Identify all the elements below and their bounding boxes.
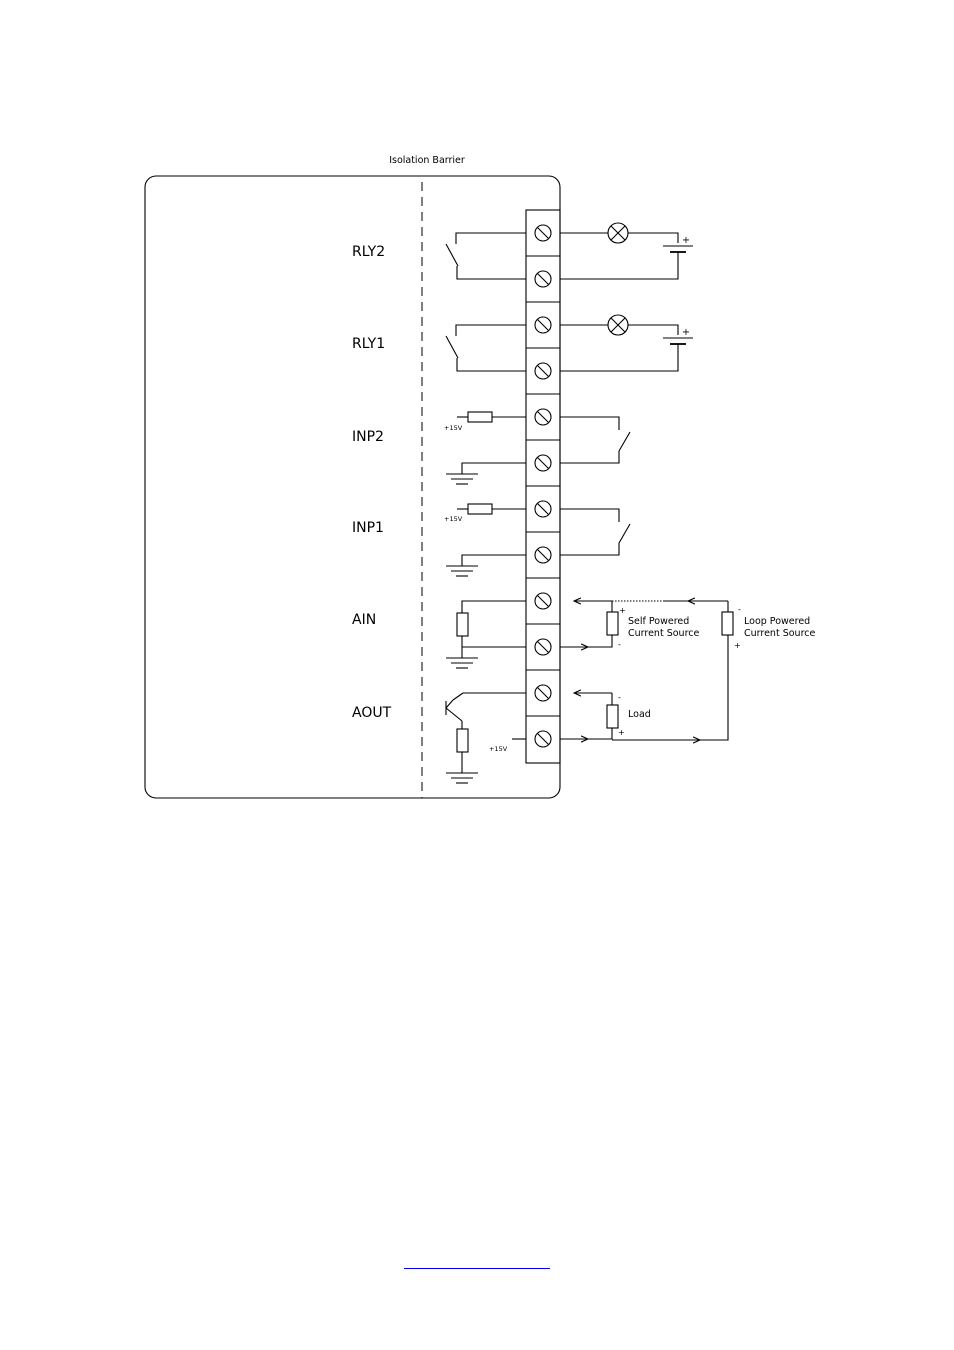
battery-plus-label: + xyxy=(682,327,690,338)
screw-icon xyxy=(535,501,551,517)
channel-label-inp1: INP1 xyxy=(352,520,384,536)
battery-icon xyxy=(663,246,693,252)
self-powered-label-line1: Self Powered xyxy=(628,616,689,627)
analog-output-circuit xyxy=(446,693,526,783)
screw-icon xyxy=(535,363,551,379)
screw-icon xyxy=(535,639,551,655)
loop-powered-minus: - xyxy=(738,605,741,614)
channel-label-aout: AOUT xyxy=(352,705,392,721)
footer-link[interactable] xyxy=(404,1250,550,1269)
screw-icon xyxy=(535,455,551,471)
loop-powered-label-line2: Current Source xyxy=(744,628,815,639)
ground-icon xyxy=(446,474,478,484)
resistor-icon xyxy=(468,412,492,422)
screw-icon xyxy=(535,409,551,425)
resistor-icon xyxy=(457,613,468,636)
lamp-icon xyxy=(608,315,628,335)
current-source-icon xyxy=(722,612,733,635)
channel-label-rly2: RLY2 xyxy=(352,244,385,260)
terminal-block xyxy=(526,210,560,763)
supply-label: +15V xyxy=(489,745,508,753)
screw-icon xyxy=(535,547,551,563)
relay2-circuit xyxy=(446,223,693,279)
load-plus: + xyxy=(618,728,625,737)
resistor-icon xyxy=(468,504,492,514)
screw-icon xyxy=(535,271,551,287)
screw-icon xyxy=(535,685,551,701)
isolation-barrier-label: Isolation Barrier xyxy=(389,155,465,166)
screw-icon xyxy=(535,317,551,333)
channel-label-inp2: INP2 xyxy=(352,429,384,445)
screw-icon xyxy=(535,225,551,241)
load-label: Load xyxy=(628,709,651,720)
supply-label: +15V xyxy=(444,424,463,432)
lamp-icon xyxy=(608,223,628,243)
battery-icon xyxy=(663,338,693,344)
screw-icon xyxy=(535,593,551,609)
self-powered-minus: - xyxy=(618,640,621,649)
channel-label-rly1: RLY1 xyxy=(352,336,385,352)
self-powered-label-line2: Current Source xyxy=(628,628,699,639)
channel-label-ain: AIN xyxy=(352,612,376,628)
relay1-circuit xyxy=(446,315,693,371)
ground-icon xyxy=(446,773,478,783)
self-powered-plus: + xyxy=(619,606,626,615)
ground-icon xyxy=(446,566,478,576)
supply-label: +15V xyxy=(444,515,463,523)
resistor-icon xyxy=(457,729,468,752)
loop-powered-label-line1: Loop Powered xyxy=(744,616,810,627)
analog-input-circuit xyxy=(446,601,526,668)
loop-powered-plus: + xyxy=(734,641,741,650)
load-resistor-icon xyxy=(607,705,618,728)
ground-icon xyxy=(446,658,478,668)
screw-icon xyxy=(535,731,551,747)
current-source-icon xyxy=(607,612,618,635)
load-minus: - xyxy=(618,693,621,702)
battery-plus-label: + xyxy=(682,235,690,246)
